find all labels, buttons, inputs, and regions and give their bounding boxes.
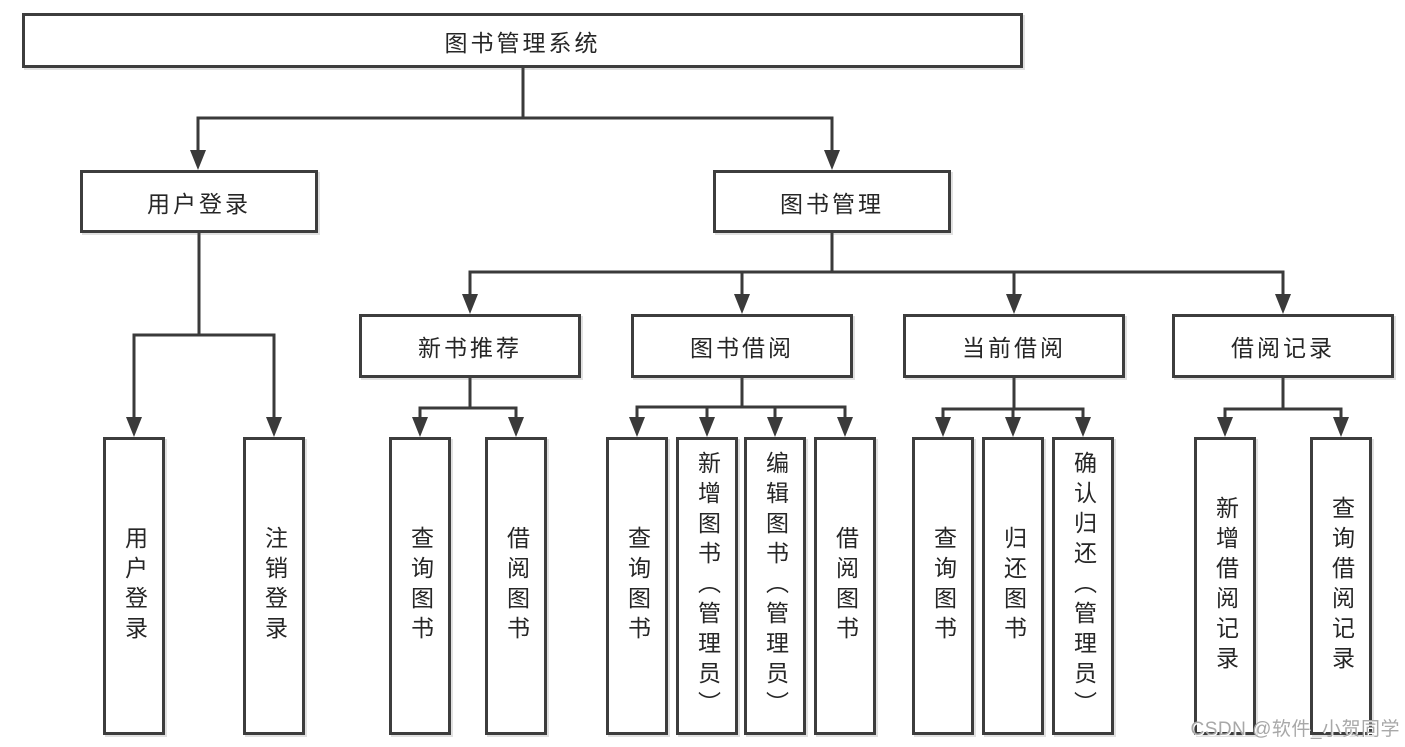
connectors-book-management <box>468 233 1285 300</box>
node-root: 图书管理系统 <box>22 13 1023 68</box>
node-leaf-user-login-label: 用户登录 <box>121 526 148 646</box>
node-new-book-recommend: 新书推荐 <box>359 314 581 378</box>
connectors-borrowing-records <box>1223 378 1343 423</box>
node-leaf-recommend-borrow-books: 借阅图书 <box>485 437 547 735</box>
node-leaf-records-add-record: 新增借阅记录 <box>1194 437 1256 735</box>
arrowhead <box>266 417 282 437</box>
node-leaf-current-confirm-return-admin: 确认归还（管理员） <box>1052 437 1114 735</box>
node-leaf-borrowing-borrow-books: 借阅图书 <box>814 437 876 735</box>
node-leaf-borrowing-add-books-admin-label: 新增图书（管理员） <box>694 451 721 721</box>
node-leaf-borrowing-query-books: 查询图书 <box>606 437 668 735</box>
node-leaf-current-query-books: 查询图书 <box>912 437 974 735</box>
node-current-borrowing-label: 当前借阅 <box>962 335 1066 361</box>
arrowheads <box>126 150 1349 437</box>
watermark: CSDN @软件_小贺同学 <box>1190 719 1400 740</box>
node-current-borrowing: 当前借阅 <box>903 314 1125 378</box>
connectors-user-login <box>132 233 276 423</box>
connectors-new-book-recommend <box>418 378 518 423</box>
connectors-root <box>196 68 834 155</box>
node-borrowing-records-label: 借阅记录 <box>1231 335 1335 361</box>
arrowhead <box>126 417 142 437</box>
arrowhead <box>190 150 206 170</box>
node-user-login: 用户登录 <box>80 170 318 233</box>
arrowhead <box>1333 417 1349 437</box>
node-root-label: 图书管理系统 <box>444 29 601 56</box>
arrowhead <box>1217 417 1233 437</box>
arrowhead <box>1075 417 1091 437</box>
node-leaf-borrowing-borrow-books-label: 借阅图书 <box>832 526 859 646</box>
node-leaf-records-query-record-label: 查询借阅记录 <box>1328 496 1355 676</box>
node-book-borrowing-label: 图书借阅 <box>690 335 794 361</box>
arrowhead <box>462 294 478 314</box>
arrowhead <box>629 417 645 437</box>
node-book-management-label: 图书管理 <box>780 190 884 217</box>
node-new-book-recommend-label: 新书推荐 <box>418 335 522 361</box>
node-user-login-label: 用户登录 <box>147 190 251 217</box>
node-leaf-borrowing-add-books-admin: 新增图书（管理员） <box>676 437 738 735</box>
node-leaf-borrowing-query-books-label: 查询图书 <box>624 526 651 646</box>
node-leaf-current-return-books-label: 归还图书 <box>1000 526 1027 646</box>
arrowhead <box>935 417 951 437</box>
arrowhead <box>1275 294 1291 314</box>
node-leaf-logout-label: 注销登录 <box>261 526 288 646</box>
arrowhead <box>699 417 715 437</box>
node-leaf-current-confirm-return-admin-label: 确认归还（管理员） <box>1070 451 1097 721</box>
node-leaf-recommend-query-books-label: 查询图书 <box>407 526 434 646</box>
node-leaf-recommend-query-books: 查询图书 <box>389 437 451 735</box>
connectors-current-borrowing <box>941 378 1085 423</box>
node-book-borrowing: 图书借阅 <box>631 314 853 378</box>
arrowhead <box>767 417 783 437</box>
arrowhead <box>734 294 750 314</box>
arrowhead <box>824 150 840 170</box>
node-leaf-records-add-record-label: 新增借阅记录 <box>1212 496 1239 676</box>
node-leaf-borrowing-edit-books-admin-label: 编辑图书（管理员） <box>762 451 789 721</box>
node-leaf-borrowing-edit-books-admin: 编辑图书（管理员） <box>744 437 806 735</box>
node-leaf-logout: 注销登录 <box>243 437 305 735</box>
arrowhead <box>1005 417 1021 437</box>
arrowhead <box>412 417 428 437</box>
node-leaf-records-query-record: 查询借阅记录 <box>1310 437 1372 735</box>
node-leaf-current-return-books: 归还图书 <box>982 437 1044 735</box>
node-leaf-user-login: 用户登录 <box>103 437 165 735</box>
connectors-book-borrowing <box>635 378 847 423</box>
node-leaf-current-query-books-label: 查询图书 <box>930 526 957 646</box>
node-leaf-recommend-borrow-books-label: 借阅图书 <box>503 526 530 646</box>
arrowhead <box>1006 294 1022 314</box>
arrowhead <box>837 417 853 437</box>
node-borrowing-records: 借阅记录 <box>1172 314 1394 378</box>
arrowhead <box>508 417 524 437</box>
node-book-management: 图书管理 <box>713 170 951 233</box>
